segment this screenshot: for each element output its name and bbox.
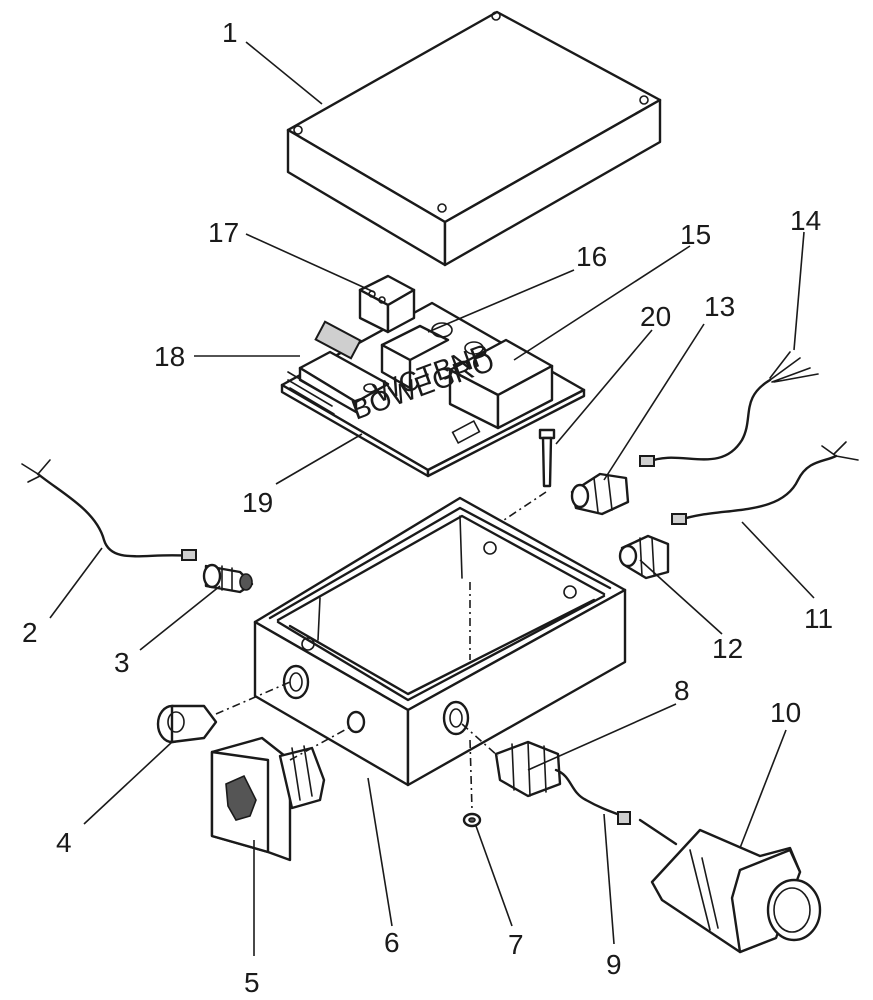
assembly-lines — [215, 491, 547, 811]
callout-11: 11 — [804, 603, 833, 634]
part-screw — [538, 428, 556, 488]
callout-12: 12 — [712, 633, 743, 664]
part-cable-gland-left — [202, 563, 254, 594]
part-cable-gland-lower-right — [618, 534, 670, 580]
leader-lines — [49, 41, 815, 956]
callout-labels: 1 2 3 4 5 6 7 8 9 10 11 12 13 14 15 16 1… — [22, 17, 833, 998]
callout-18: 18 — [154, 341, 185, 372]
part-lid — [286, 10, 662, 267]
callout-5: 5 — [244, 967, 260, 998]
callout-9: 9 — [606, 949, 622, 980]
callout-10: 10 — [770, 697, 801, 728]
part-enclosure-box — [253, 496, 627, 787]
callout-7: 7 — [508, 929, 524, 960]
part-cable-right-upper — [639, 351, 819, 467]
callout-1: 1 — [222, 17, 238, 48]
part-circuit-board: WCTBNP BOWEGRO — [280, 274, 586, 478]
callout-8: 8 — [674, 675, 690, 706]
part-rotary-switch — [210, 736, 326, 862]
callout-20: 20 — [640, 301, 671, 332]
part-cable-gland-right — [494, 740, 631, 825]
callout-16: 16 — [576, 241, 607, 272]
callout-4: 4 — [56, 827, 72, 858]
part-nut — [462, 812, 482, 828]
callout-6: 6 — [384, 927, 400, 958]
callout-14: 14 — [790, 205, 821, 236]
callout-2: 2 — [22, 617, 38, 648]
callout-19: 19 — [242, 487, 273, 518]
callout-17: 17 — [208, 217, 239, 248]
callout-13: 13 — [704, 291, 735, 322]
part-indicator-lamp — [156, 704, 218, 744]
part-cable-gland-upper-right — [570, 472, 630, 516]
part-cable-right-lower — [671, 441, 859, 525]
part-cable-left — [21, 459, 197, 561]
callout-3: 3 — [114, 647, 130, 678]
part-plug-connector — [638, 818, 822, 954]
callout-15: 15 — [680, 219, 711, 250]
